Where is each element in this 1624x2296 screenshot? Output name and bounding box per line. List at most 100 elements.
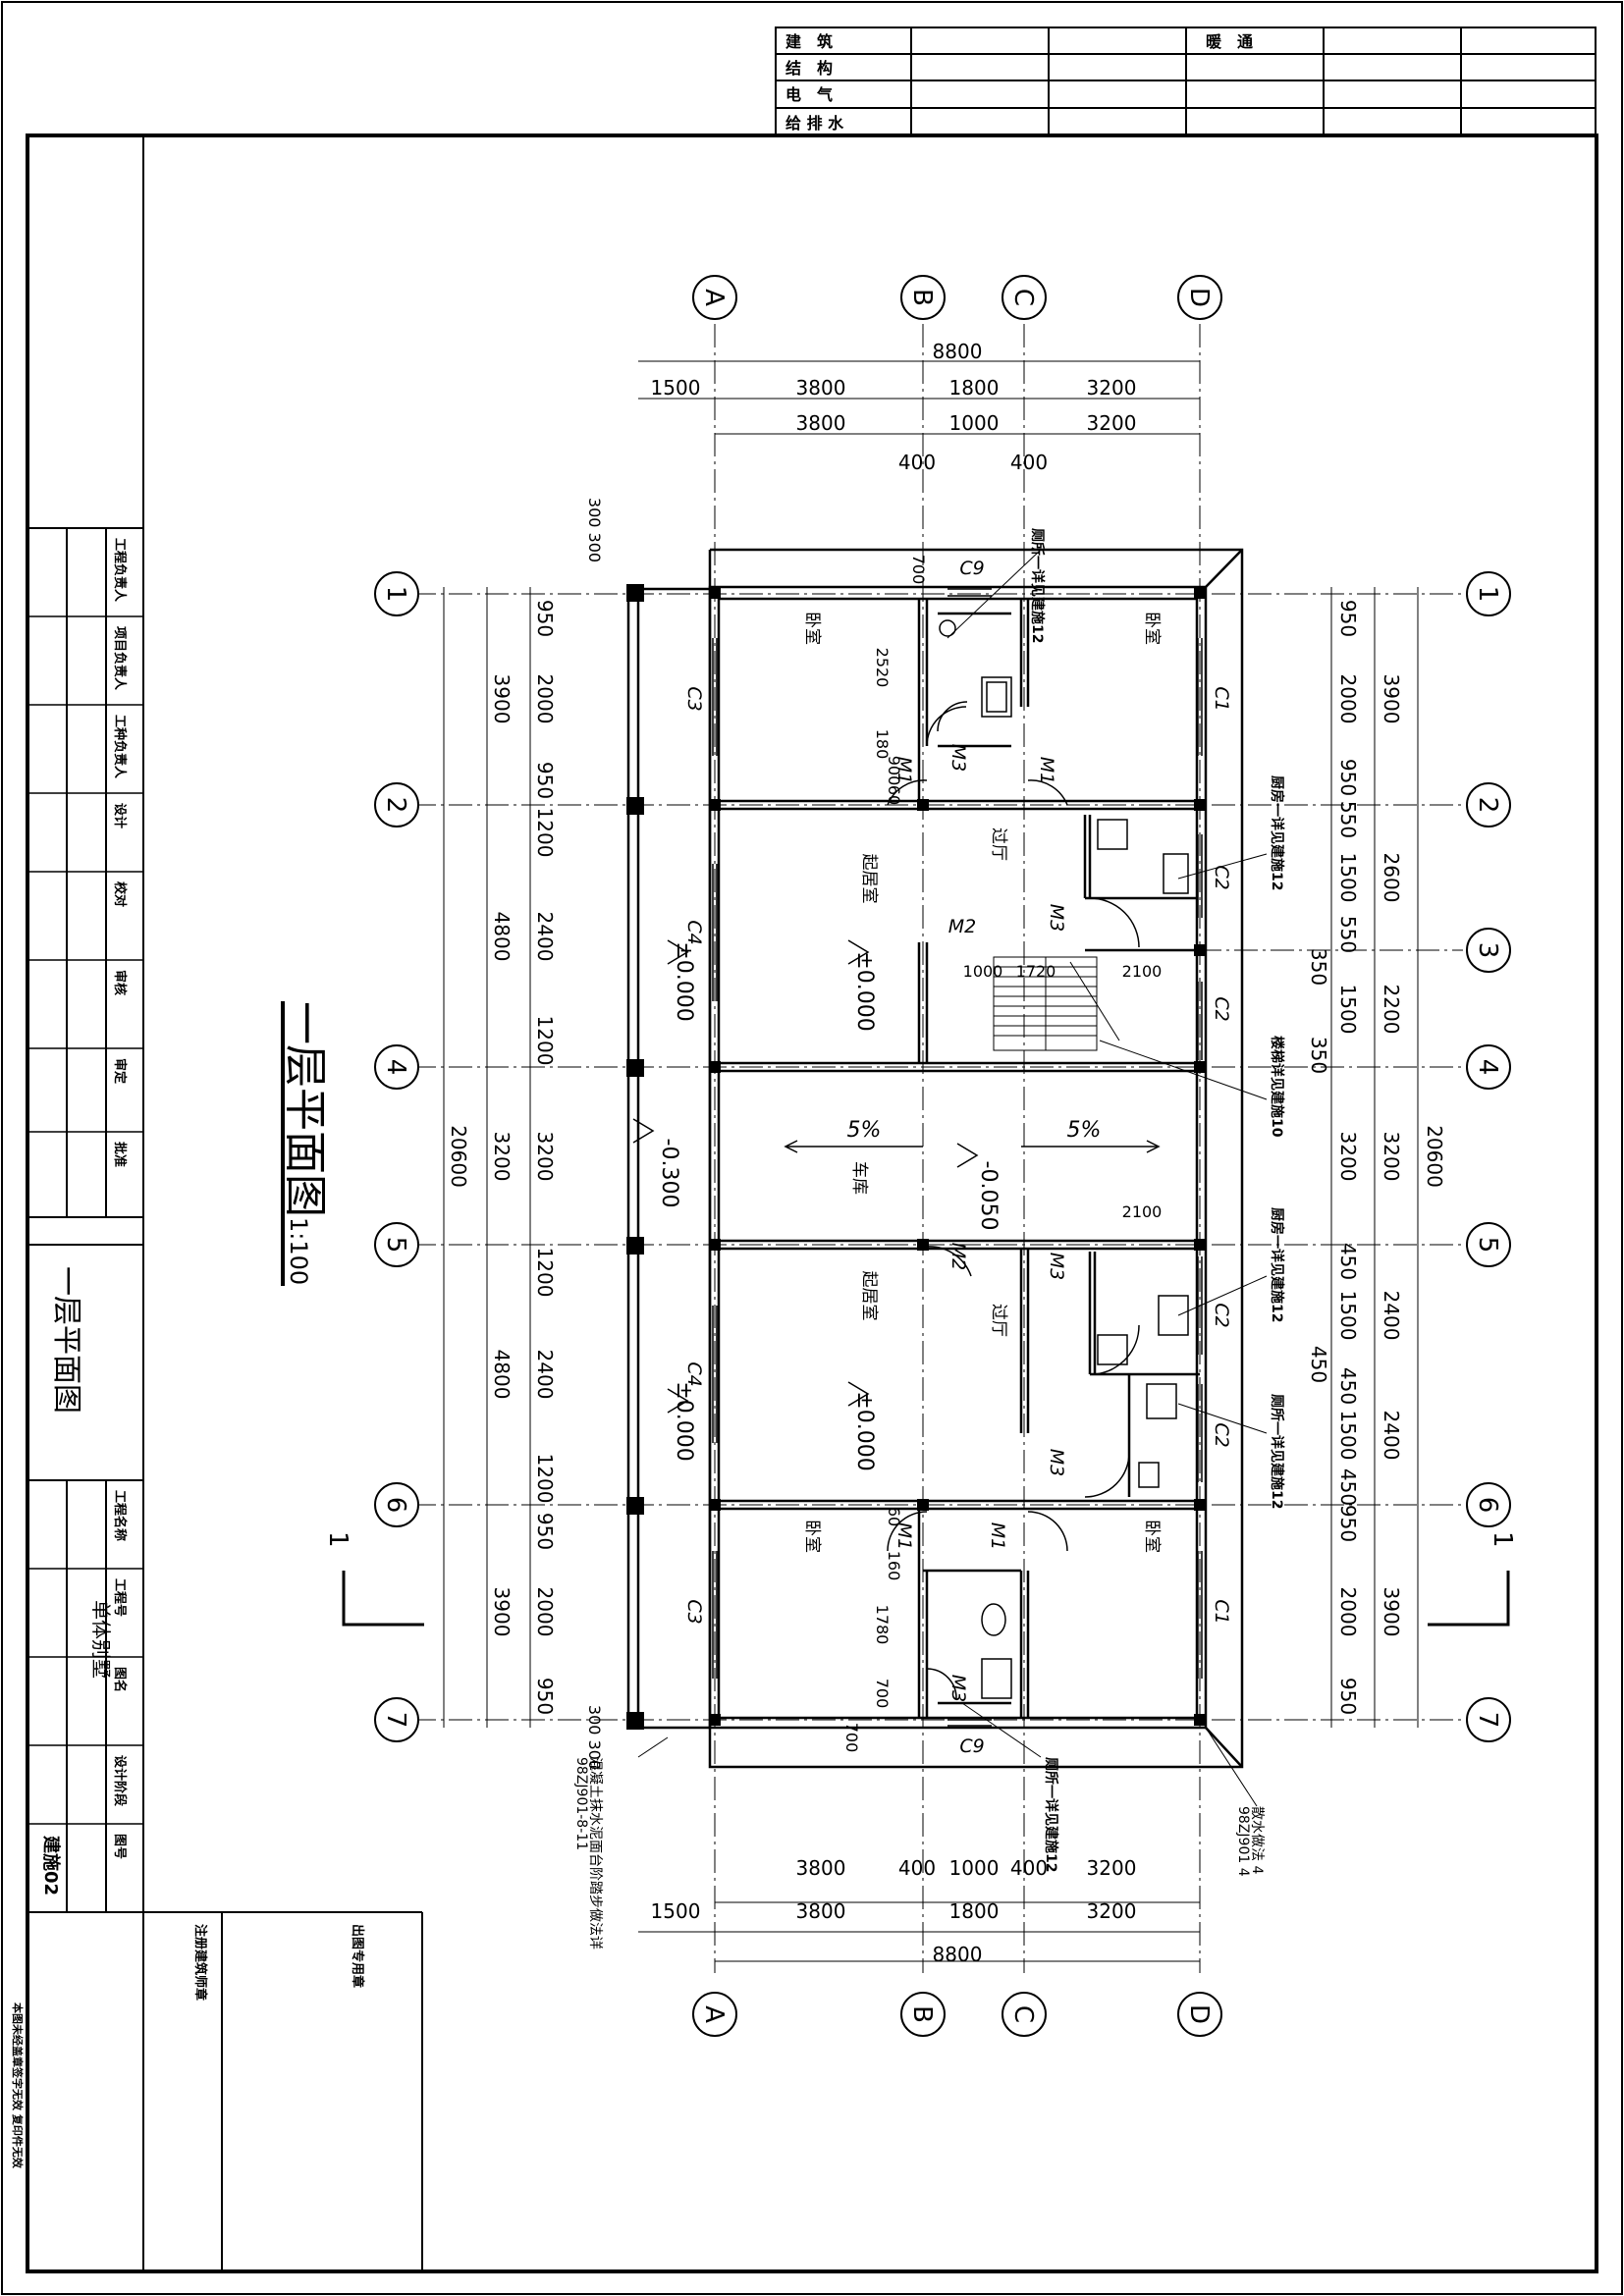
dim-text: 1200 [533,1016,557,1066]
dim-text: 20600 [447,1125,470,1188]
dim-text: 400 [898,451,936,474]
leader-note: 混凝土抹水泥面台阶踏步做法详 [587,1757,603,1949]
door-tag: M1 [987,1522,1008,1550]
floor-plan: A B C D A B C D 1 2 4 5 6 7 1 2 3 4 5 6 … [323,275,1517,2037]
discipline-label: 结 构 [785,59,833,78]
info-label: 图名 [112,1667,128,1692]
axis-bubble-c-bottom [1001,1992,1047,2037]
dim-text: 3200 [1087,376,1137,400]
sign-row-label: 项目负责人 [112,626,128,691]
leader-note: 厕所一详见建施12 [1043,1757,1059,1872]
section-mark-label: 1 [323,1531,352,1548]
axis-label: A [699,289,729,306]
info-label: 工程名称 [112,1490,128,1541]
sidebar-drawing-title: 一层平面图 [49,1266,83,1414]
axis-bubble-d-top [1177,275,1222,320]
axis-bubble-d-bottom [1177,1992,1222,2037]
sign-row-label: 批准 [112,1142,128,1167]
dim-text: 3200 [1087,1856,1137,1880]
window-tag: C2 [1211,1303,1232,1327]
axis-bubble-a-top [692,275,737,320]
signature-grid [27,615,143,1825]
stair-dim: 1000 [963,962,1003,981]
stair-dim: 1720 [1016,962,1056,981]
slope-text: 5% [847,1118,882,1143]
room-label-hall: 过厅 [989,828,1008,861]
door-tag: M3 [947,1675,969,1702]
axis-bubble-3-right [1466,928,1511,973]
window-tag: C9 [959,1735,984,1757]
dim-text: 3800 [796,411,846,435]
dim-text: 1200 [533,1454,557,1504]
sign-row-label: 工程负责人 [112,538,128,603]
dim-text: 450 [1307,1346,1330,1383]
dim-text: 3200 [1087,1899,1137,1923]
discipline-label: 给 排 水 [785,114,844,133]
axis-label: C [1008,289,1038,306]
dim-text: 950 [533,600,557,637]
sidebar-drawing-code: 建施02 [40,1836,62,1896]
discipline-label: 建 筑 [785,32,833,51]
window-tag: C2 [1211,1422,1232,1447]
door-tag: M2 [947,1243,969,1270]
dim-text: 2400 [1380,1291,1403,1341]
wc-dim: 700 [909,555,928,585]
dim-text: 2200 [1380,985,1403,1035]
window-tag: C2 [1211,996,1232,1021]
sign-row-label: 校对 [112,881,128,907]
axis-label: 6 [381,1497,410,1514]
axis-label: 4 [1473,1059,1502,1076]
dim-text: 1500 [651,376,701,400]
dim-text: 2000 [1336,674,1360,724]
dim-text: 1000 [949,411,1000,435]
dim-text: 1000 [949,1856,1000,1880]
axis-label: A [699,2005,729,2023]
info-label: 工程号 [112,1578,127,1617]
discipline-label: 暖 通 [1206,32,1253,51]
title-sidebar [27,135,423,2271]
dim-text: 950 [1336,1505,1360,1542]
axis-bubble-c-top [1001,275,1047,320]
dim-text: 1800 [949,1899,1000,1923]
fixtures [939,619,1189,1699]
dim-text: 1500 [651,1899,701,1923]
dim-text: 1200 [533,1248,557,1298]
axis-bubble-4-left [374,1044,419,1090]
drawing-frame [26,133,1598,2273]
window-tag: C4 [683,1362,705,1386]
dim-text: 3200 [1336,1132,1360,1182]
room-label-living: 起居室 [859,1271,879,1321]
wc-dim: 700 [842,1723,861,1753]
axis-bubble-4-right [1466,1044,1511,1090]
staircase [993,956,1120,1051]
axis-bubble-b-bottom [900,1992,946,2037]
room-label-garage: 车库 [849,1161,869,1195]
stamp-label: 出图专用章 [350,1924,365,1988]
dim-text: 950 [1336,1678,1360,1715]
dim-text: 3900 [1380,1587,1403,1637]
sign-row-label: 审定 [112,1058,128,1084]
room-label-living: 起居室 [859,854,879,904]
axis-label: C [1008,2005,1038,2023]
axis-bubble-b-top [900,275,946,320]
window-tag: C9 [959,558,984,579]
columns [626,584,1206,1730]
elevation-text: ±0.000 [672,1381,696,1461]
dim-text: 1800 [949,376,1000,400]
dim-text: 400 [1010,451,1048,474]
dim-text: 3200 [1087,411,1137,435]
axis-label: 5 [381,1237,410,1254]
dim-text: 2400 [533,1350,557,1400]
info-label: 图号 [112,1834,127,1859]
dim-text: 950 [533,1678,557,1715]
door-tag: M3 [1046,904,1067,932]
dim-text: 2600 [1380,853,1403,903]
window-tag: C2 [1211,865,1232,889]
dim-text: 1500 [1336,985,1360,1035]
window-tag: C3 [683,686,705,711]
door-tag: M3 [947,744,969,772]
info-label: 设计阶段 [112,1755,128,1806]
axis-bubble-2-right [1466,782,1511,828]
elevation-text: -0.050 [976,1161,1001,1231]
